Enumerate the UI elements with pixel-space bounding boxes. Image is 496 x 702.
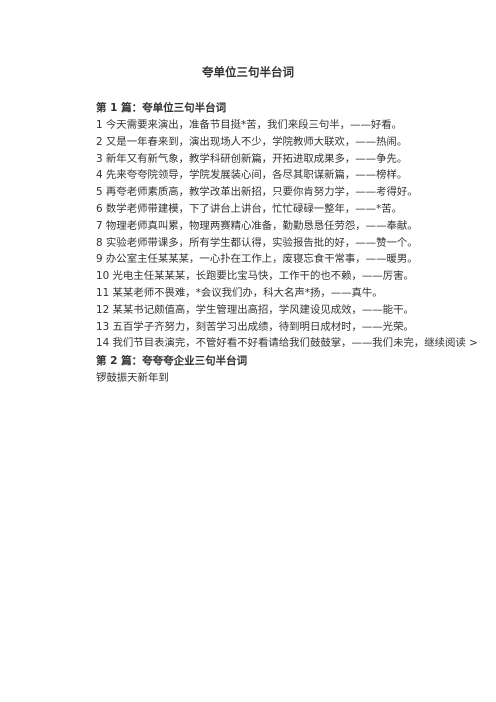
paragraph-10: 10 光电主任某某某，长跑要比宝马快，工作干的也不赖，——厉害。 bbox=[96, 270, 414, 283]
paragraph-3: 3 新年又有新气象，教学科研创新篇，开拓进取成果多，——争先。 bbox=[96, 152, 408, 165]
paragraph-2: 2 又是一年春来到，演出现场人不少，学院教师大联欢，——热闹。 bbox=[96, 135, 408, 148]
paragraph-1: 1 今天需要来演出，准备节目挺*苦，我们来段三句半，——好看。 bbox=[96, 119, 403, 131]
section-heading-1: 第 1 篇：夸单位三句半台词 bbox=[96, 102, 227, 114]
paragraph-13: 13 五百学子齐努力，刻苦学习出成绩，待到明日成材时，——光荣。 bbox=[96, 320, 414, 333]
paragraph-2-1: 锣鼓振天新年到 bbox=[96, 371, 169, 384]
paragraph-6: 6 数学老师带建模，下了讲台上讲台，忙忙碌碌一整年，——*苦。 bbox=[96, 202, 403, 215]
section-heading-2: 第 2 篇：夸夸夸企业三句半台词 bbox=[96, 354, 248, 367]
paragraph-5: 5 再夸老师素质高，教学改革出新招，只要你肯努力学，——考得好。 bbox=[96, 186, 418, 199]
paragraph-4: 4 先来夸夸院领导，学院发展装心间，各尽其职谋新篇，——榜样。 bbox=[96, 169, 408, 182]
paragraph-7: 7 物理老师真叫累，物理两赛精心准备，勤勤恳恳任劳怨，——奉献。 bbox=[96, 219, 418, 232]
paragraph-9: 9 办公室主任某某某，一心扑在工作上，废寝忘食干常事，——暖男。 bbox=[96, 253, 418, 266]
paragraph-11: 11 某某老师不畏难，*会议我们办，科大名声*扬，——真牛。 bbox=[96, 286, 383, 299]
document-body: 第 1 篇：夸单位三句半台词 1 今天需要来演出，准备节目挺*苦，我们来段三句半… bbox=[96, 101, 494, 386]
paragraph-12: 12 某某书记颇值高，学生管理出高招，学风建设见成效，——能干。 bbox=[96, 303, 414, 316]
paragraph-8: 8 实验老师带课多，所有学生都认得，实验报告批的好，——赞一个。 bbox=[96, 236, 418, 249]
page-title: 夸单位三句半台词 bbox=[202, 65, 294, 79]
paragraph-14-read-more[interactable]: 14 我们节目表演完，不管好看不好看请给我们鼓鼓掌，——我们未完，继续阅读 > bbox=[96, 337, 478, 350]
